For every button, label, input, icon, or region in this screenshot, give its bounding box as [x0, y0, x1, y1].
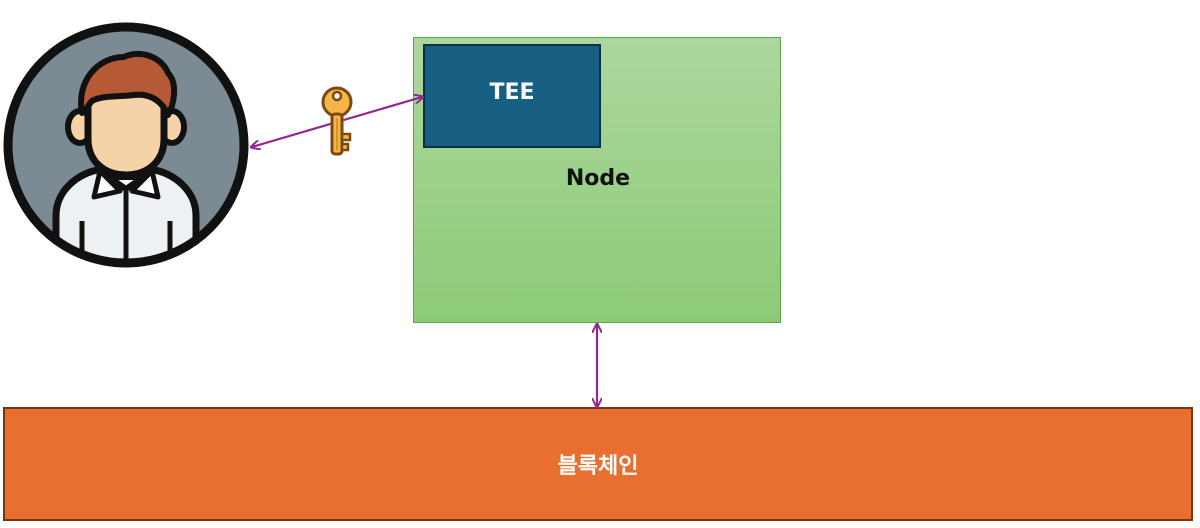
blockchain-box: 블록체인	[3, 407, 1193, 521]
tee-label: TEE	[489, 79, 535, 105]
node-label: Node	[565, 166, 631, 191]
user-avatar-icon	[3, 22, 249, 268]
key-icon	[321, 86, 353, 156]
blockchain-label: 블록체인	[557, 454, 639, 479]
tee-box: TEE	[423, 44, 601, 148]
